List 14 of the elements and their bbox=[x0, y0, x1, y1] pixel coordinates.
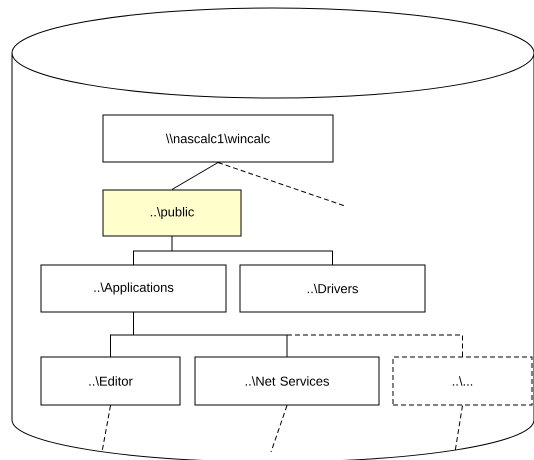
connector-line bbox=[102, 405, 111, 452]
folder-box: ..\Editor bbox=[40, 356, 180, 406]
folder-box: \\nascalc1\wincalc bbox=[102, 114, 334, 162]
connector-line bbox=[270, 405, 288, 452]
connector-line bbox=[218, 162, 346, 206]
connector-line bbox=[172, 162, 218, 190]
folder-box: ..\Drivers bbox=[240, 264, 426, 312]
folder-box: ..\... bbox=[392, 356, 532, 406]
connector-line bbox=[454, 405, 463, 452]
cylinder-drawing bbox=[12, 8, 534, 460]
folder-box: ..\Applications bbox=[40, 264, 226, 312]
connector-line bbox=[172, 236, 333, 265]
folder-box: ..\Net Services bbox=[194, 356, 380, 406]
folder-box: ..\public bbox=[102, 190, 242, 236]
